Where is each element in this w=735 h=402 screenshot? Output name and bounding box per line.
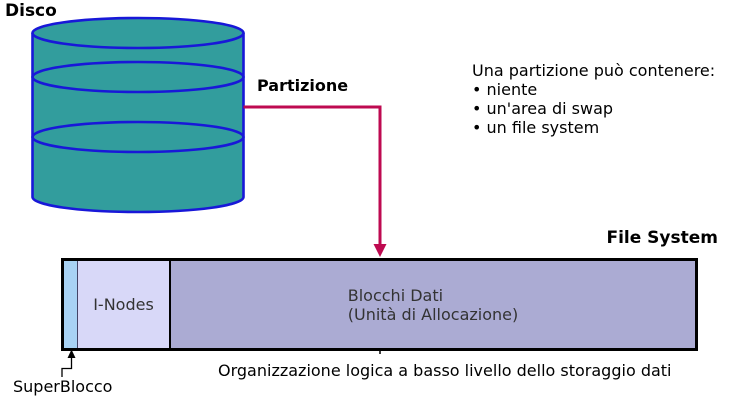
partition-info-item: • un'area di swap bbox=[472, 99, 614, 118]
partition-info-title: Una partizione può contenere: bbox=[472, 61, 716, 80]
bottom-caption: Organizzazione logica a basso livello de… bbox=[218, 361, 672, 380]
partition-info-list: Una partizione può contenere: • niente •… bbox=[472, 61, 715, 137]
filesystem-bar: I-Nodes Blocchi Dati (Unità di Allocazio… bbox=[61, 258, 698, 351]
disk-label: Disco bbox=[5, 1, 57, 21]
filesystem-section-blocchi: Blocchi Dati (Unità di Allocazione) bbox=[171, 261, 695, 348]
inodes-label: I-Nodes bbox=[93, 295, 154, 314]
filesystem-section-superblocco bbox=[64, 261, 78, 348]
partition-info-item: • niente bbox=[472, 80, 538, 99]
blocchi-label-line1: Blocchi Dati bbox=[347, 285, 444, 305]
filesystem-section-inodes: I-Nodes bbox=[78, 261, 171, 348]
partition-arrow-icon bbox=[243, 105, 387, 257]
partition-label: Partizione bbox=[257, 76, 349, 95]
disk-cylinder-icon bbox=[31, 16, 245, 214]
blocchi-label: Blocchi Dati (Unità di Allocazione) bbox=[348, 286, 518, 324]
superblocco-arrow-icon bbox=[61, 349, 76, 377]
partition-info-item: • un file system bbox=[472, 118, 600, 137]
blocchi-label-line2: (Unità di Allocazione) bbox=[347, 304, 519, 324]
superblocco-label: SuperBlocco bbox=[13, 377, 113, 396]
filesystem-label: File System bbox=[606, 228, 718, 248]
